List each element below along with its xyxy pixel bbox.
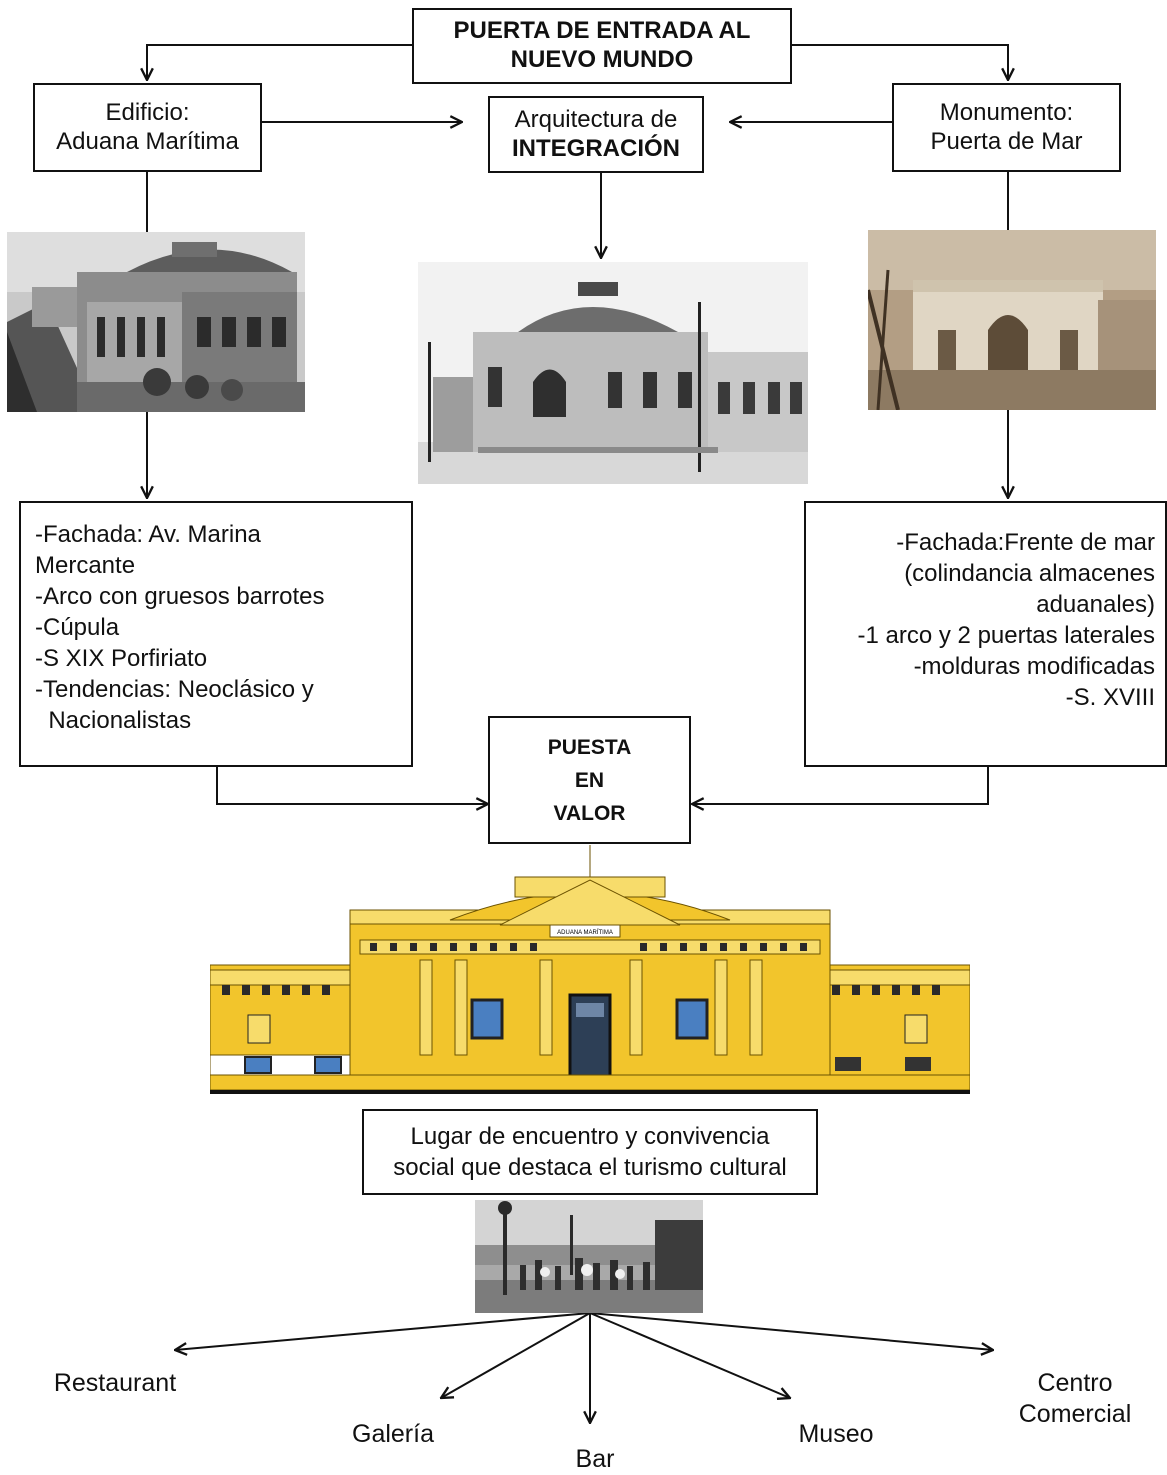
aduana-features-box: -Fachada: Av. Marina Mercante -Arco con …: [19, 501, 413, 767]
edificio-label: Edificio:: [105, 98, 190, 126]
lugar-line-1: Lugar de encuentro y convivencia: [410, 1123, 770, 1150]
puerta-de-mar-photo: [868, 230, 1156, 410]
monumento-name: Puerta de Mar: [930, 127, 1083, 155]
puesta-en-valor-box: PUESTA EN VALOR: [488, 716, 691, 844]
aduana-feature-1: -Fachada: Av. Marina: [35, 521, 261, 548]
title-line-2: NUEVO MUNDO: [510, 46, 694, 73]
puerta-feature-4: -1 arco y 2 puertas laterales: [857, 622, 1155, 649]
puerta-features-box: -Fachada:Frente de mar (colindancia alma…: [804, 501, 1167, 767]
label-centro-comercial: Centro Comercial: [1005, 1368, 1145, 1430]
puerta-feature-3: aduanales): [1036, 591, 1155, 618]
integracion-label: Arquitectura de: [514, 105, 678, 133]
lugar-line-2: social que destaca el turismo cultural: [393, 1154, 787, 1181]
title-line-1: PUERTA DE ENTRADA AL: [453, 17, 751, 45]
integracion-photo: [418, 262, 808, 484]
label-museo: Museo: [798, 1420, 874, 1448]
edificio-name: Aduana Marítima: [56, 127, 239, 155]
puerta-feature-1: -Fachada:Frente de mar: [896, 529, 1155, 556]
puerta-feature-2: (colindancia almacenes: [904, 560, 1155, 587]
crowd-photo: [475, 1200, 703, 1313]
title-box: PUERTA DE ENTRADA AL NUEVO MUNDO: [412, 8, 792, 84]
aduana-feature-5: -S XIX Porfiriato: [35, 645, 208, 672]
label-galeria: Galería: [352, 1420, 434, 1448]
label-restaurant: Restaurant: [53, 1369, 177, 1397]
integracion-name: INTEGRACIÓN: [512, 134, 680, 162]
monumento-box: Monumento: Puerta de Mar: [892, 83, 1121, 172]
puerta-feature-5: -molduras modificadas: [913, 653, 1155, 680]
aduana-feature-3: -Arco con gruesos barrotes: [35, 583, 325, 610]
puesta-line-2: EN: [574, 768, 605, 792]
puesta-line-3: VALOR: [553, 801, 626, 825]
aduana-feature-2: Mercante: [35, 552, 136, 579]
monumento-label: Monumento:: [939, 98, 1074, 126]
puesta-line-1: PUESTA: [547, 735, 632, 759]
edificio-box: Edificio: Aduana Marítima: [33, 83, 262, 172]
centro-line-2: Comercial: [1018, 1400, 1132, 1428]
facade-drawing: ADUANA MARÍTIMA: [210, 845, 970, 1115]
puerta-feature-6: -S. XVIII: [1065, 684, 1155, 711]
integracion-box: Arquitectura de INTEGRACIÓN: [488, 96, 704, 173]
aduana-feature-7: Nacionalistas: [35, 707, 192, 734]
facade-sign: ADUANA MARÍTIMA: [557, 929, 613, 936]
centro-line-1: Centro: [1037, 1369, 1113, 1397]
aduana-feature-4: -Cúpula: [35, 614, 120, 641]
aduana-feature-6: -Tendencias: Neoclásico y: [35, 676, 314, 703]
aduana-photo: [7, 232, 305, 412]
lugar-encuentro-box: Lugar de encuentro y convivencia social …: [362, 1109, 818, 1195]
label-bar: Bar: [575, 1445, 615, 1473]
